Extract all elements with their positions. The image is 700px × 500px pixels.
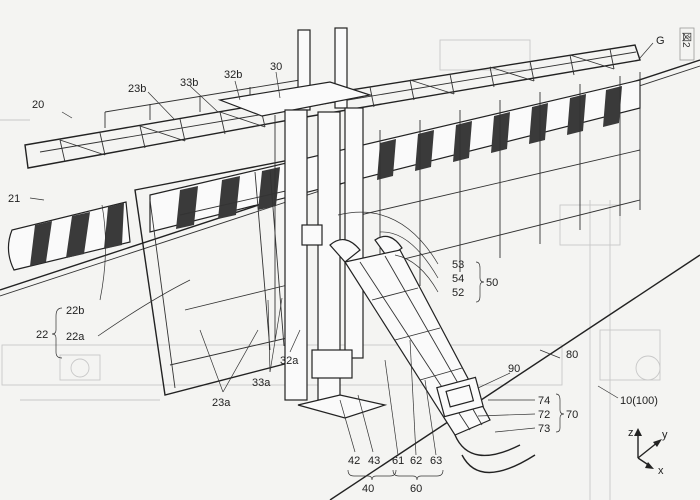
label-54: 54	[452, 273, 464, 285]
background-ghost-drawing	[0, 39, 661, 500]
label-22: 22	[36, 329, 48, 341]
reference-labels: 20 21 22 22b 22a 23b 33b 32b 30 23a 33a …	[8, 35, 665, 495]
label-22a: 22a	[66, 331, 85, 343]
label-32b: 32b	[224, 69, 242, 81]
label-74: 74	[538, 395, 550, 407]
label-70: 70	[566, 409, 578, 421]
label-61: 61	[392, 455, 404, 467]
axis-x-label: x	[658, 465, 664, 477]
barrier-left	[7, 201, 131, 271]
label-30: 30	[270, 61, 282, 73]
label-62: 62	[410, 455, 422, 467]
label-43: 43	[368, 455, 380, 467]
label-80: 80	[566, 349, 578, 361]
axis-y-label: y	[662, 429, 668, 441]
label-60: 60	[410, 483, 422, 495]
label-20: 20	[32, 99, 44, 111]
label-23b: 23b	[128, 83, 146, 95]
figure-tag: 図2	[679, 27, 695, 61]
label-90: 90	[508, 363, 520, 375]
label-G: G	[656, 35, 665, 47]
label-32a: 32a	[280, 355, 299, 367]
mast-assembly	[217, 27, 403, 419]
label-10-100: 10(100)	[620, 395, 658, 407]
label-braces	[51, 261, 565, 481]
barrier-main	[149, 79, 641, 233]
label-63: 63	[430, 455, 442, 467]
axis-z-label: z	[628, 427, 634, 439]
label-33b: 33b	[180, 77, 198, 89]
label-21: 21	[8, 193, 20, 205]
label-23a: 23a	[212, 397, 231, 409]
label-53: 53	[452, 259, 464, 271]
axes-indicator: z y x	[628, 427, 668, 477]
label-33a: 33a	[252, 377, 271, 389]
ramp-assembly	[344, 249, 536, 474]
label-72: 72	[538, 409, 550, 421]
figure-tag-text: 図2	[680, 32, 692, 48]
label-22b: 22b	[66, 305, 84, 317]
label-42: 42	[348, 455, 360, 467]
label-40: 40	[362, 483, 374, 495]
label-73: 73	[538, 423, 550, 435]
label-50: 50	[486, 277, 498, 289]
label-52: 52	[452, 287, 464, 299]
leader-lines	[29, 42, 654, 456]
